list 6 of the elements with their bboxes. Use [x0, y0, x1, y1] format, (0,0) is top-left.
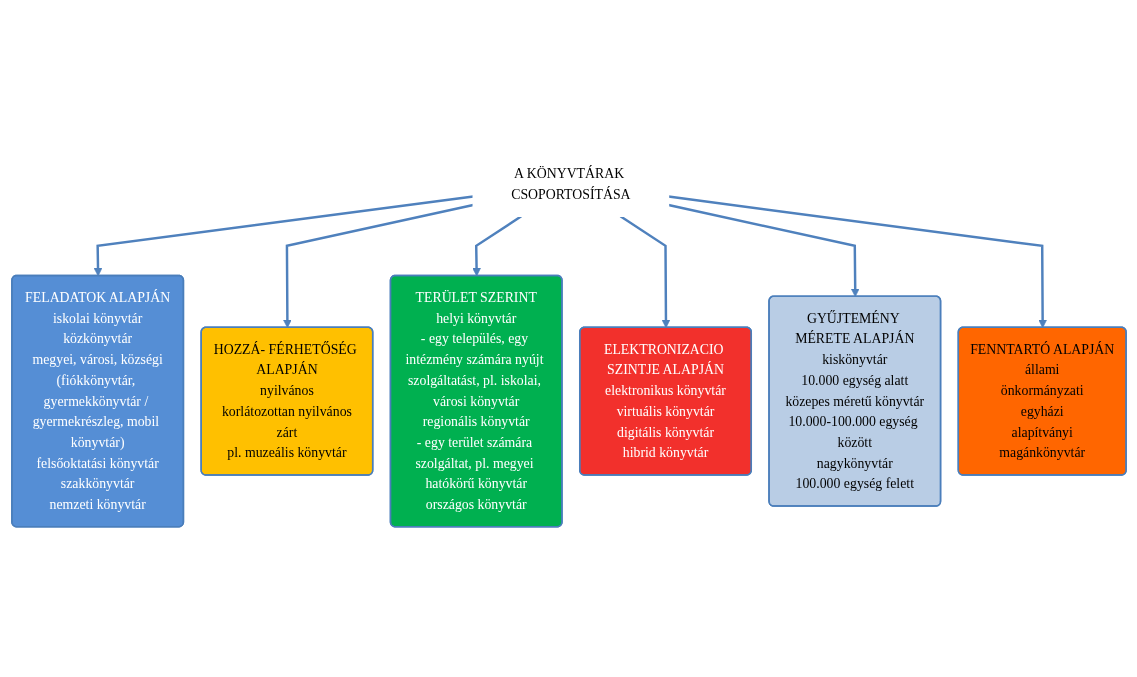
arrow — [667, 194, 1047, 328]
arrow — [619, 214, 670, 328]
arrow — [471, 214, 522, 276]
node-text: A KÖNYVTÁRAK CSOPORTOSÍTÁSA — [510, 165, 631, 201]
arrow — [667, 203, 860, 297]
arrow — [93, 194, 473, 276]
